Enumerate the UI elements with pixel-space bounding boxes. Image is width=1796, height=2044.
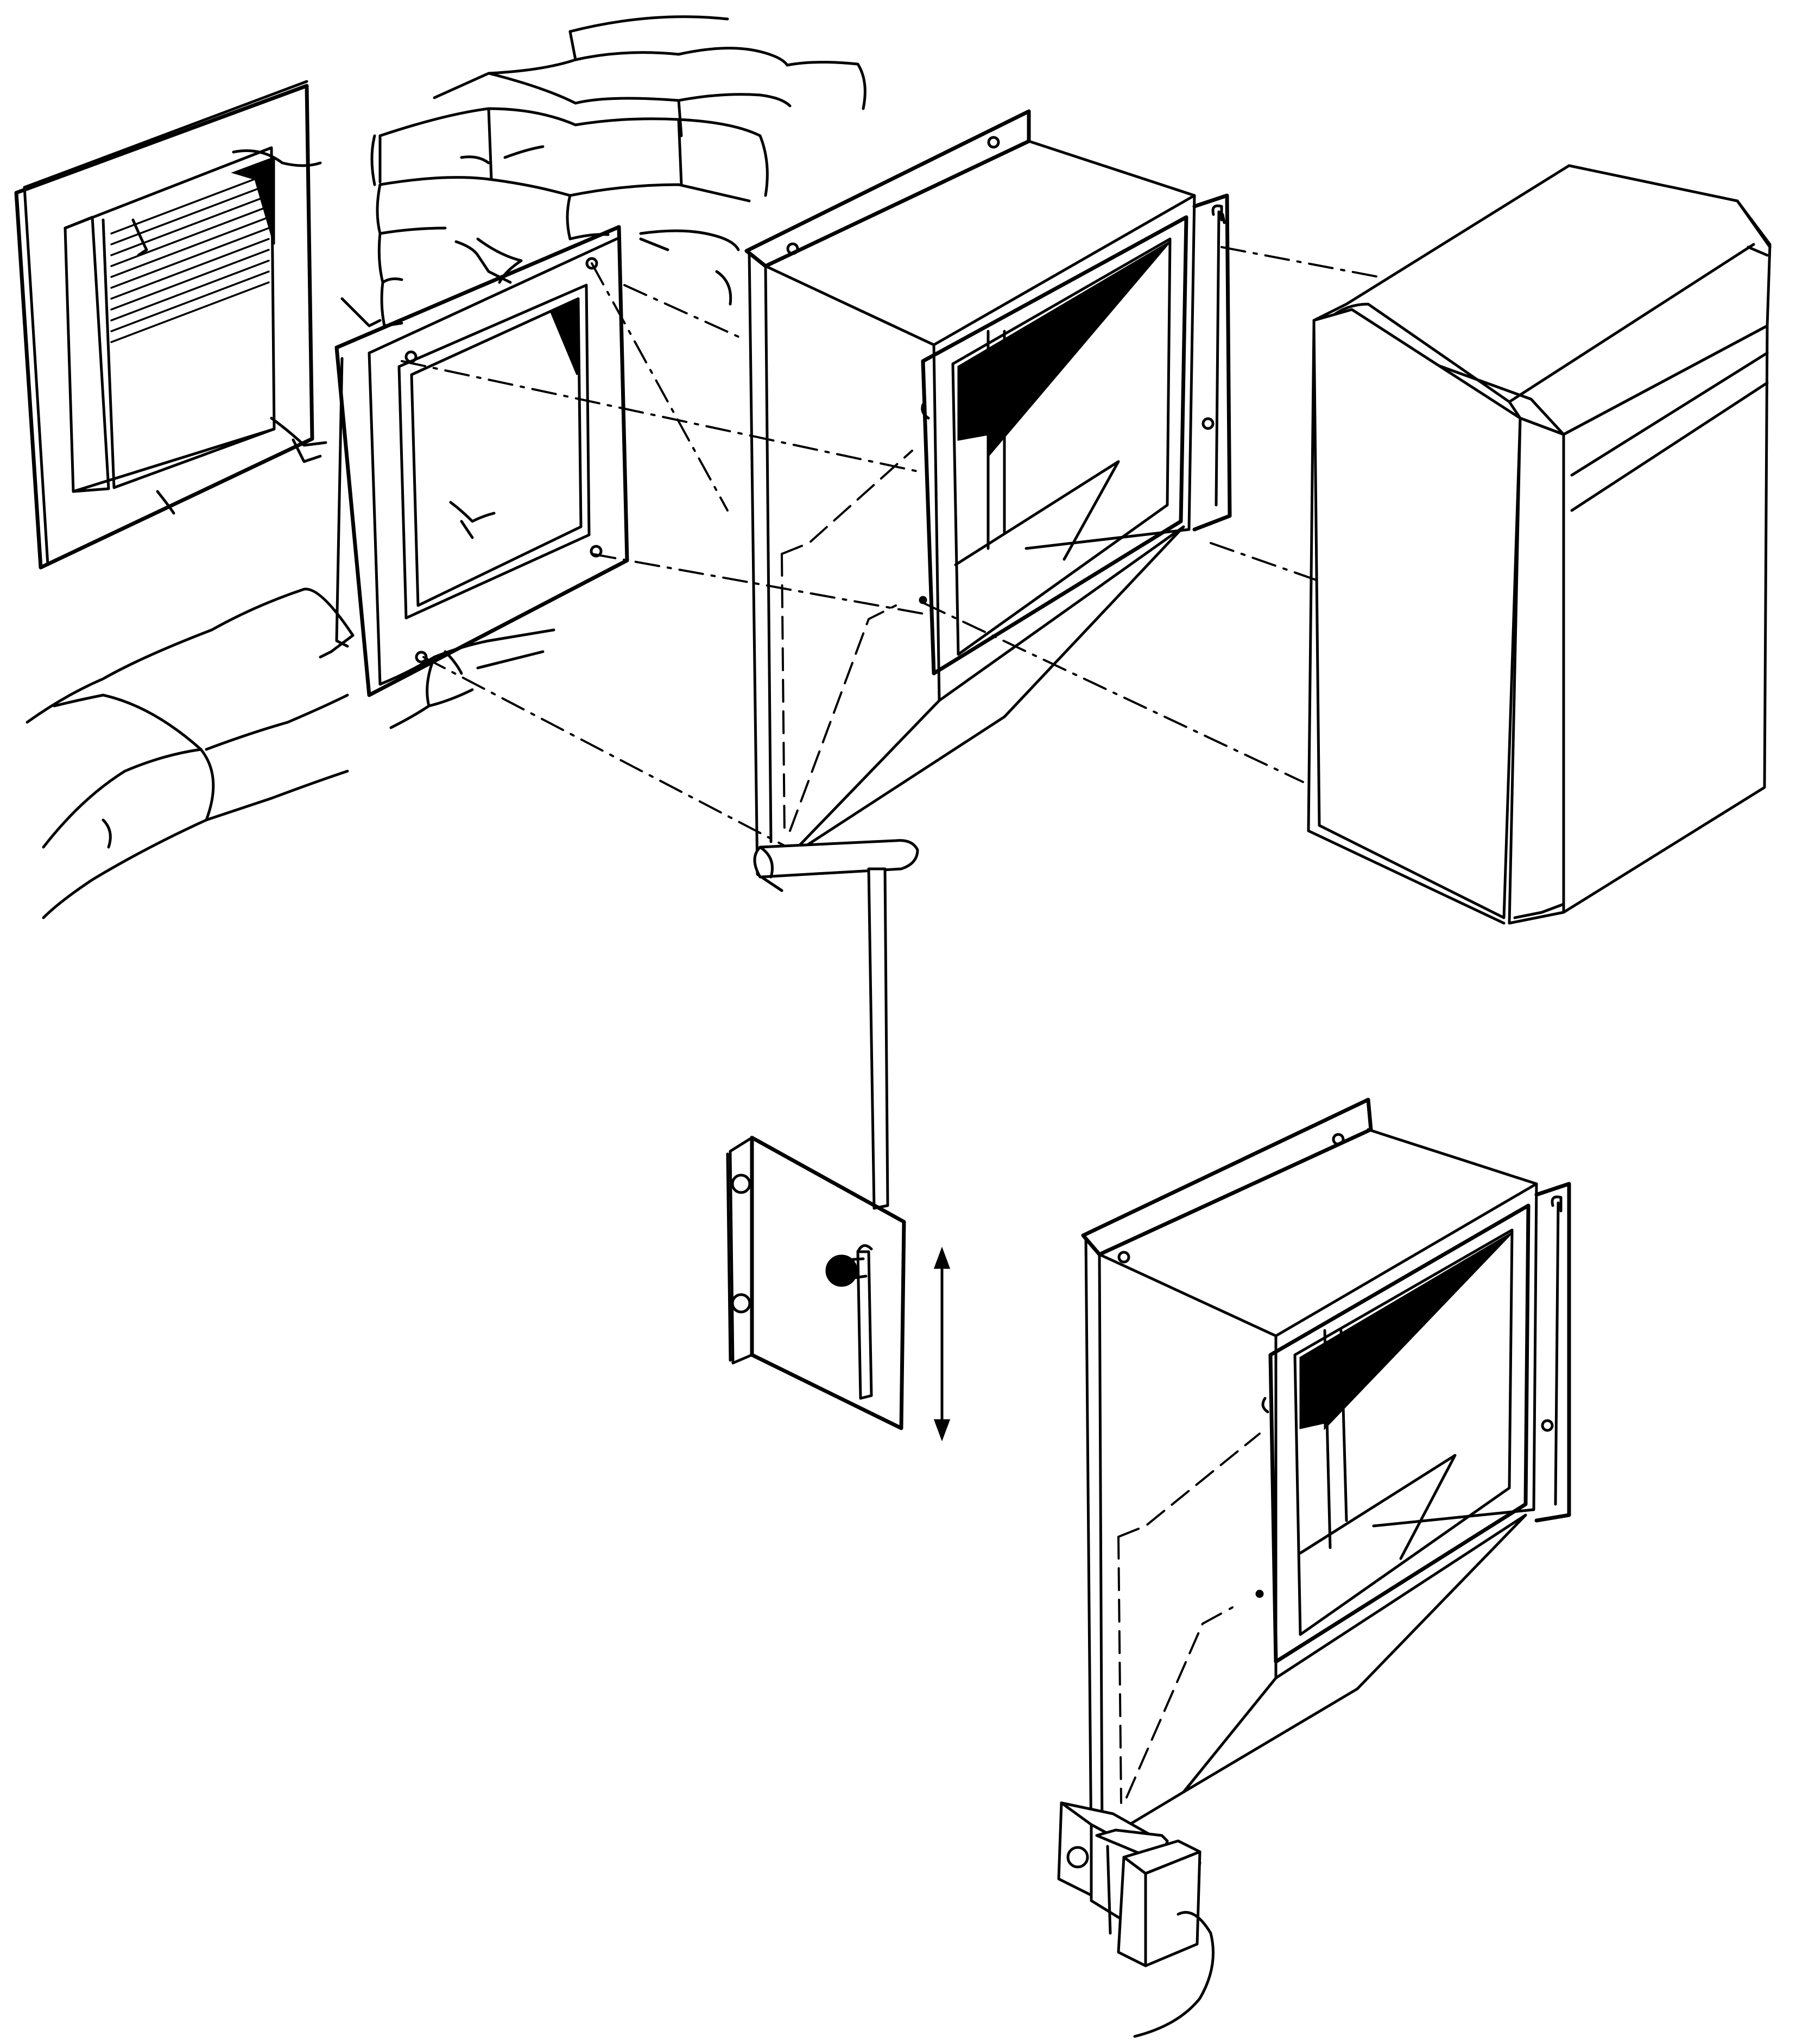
wall-sleeve-with-damper [744, 109, 1232, 892]
mounting-frame [334, 225, 629, 697]
manual-slide-plate [726, 1135, 906, 1430]
damper-handle-rod [753, 839, 919, 1210]
alignment-lines [401, 246, 1380, 848]
actuator-motor [1057, 1801, 1215, 2038]
double-arrow-icon [933, 1246, 951, 1442]
motorised-variant-sleeve [1081, 1097, 1571, 1856]
brick-wall [26, 15, 867, 919]
grille-louvres [110, 173, 270, 343]
louvred-grille [14, 80, 327, 570]
rear-cover-hood [1307, 164, 1772, 925]
